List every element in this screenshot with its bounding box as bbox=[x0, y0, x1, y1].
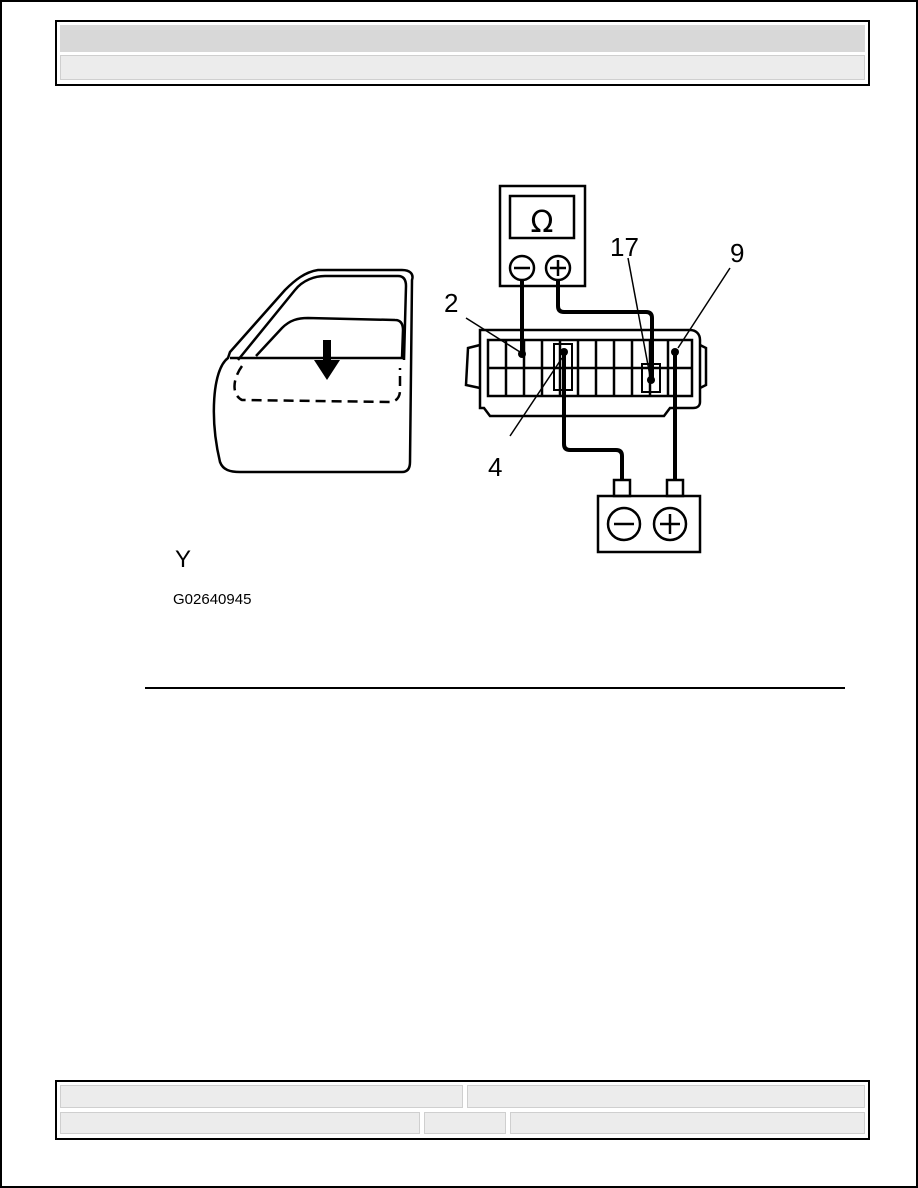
header-subtitle-row bbox=[60, 55, 865, 80]
wiring-figure: Ω bbox=[170, 180, 770, 620]
leader-lines bbox=[465, 257, 731, 437]
figure-code: G02640945 bbox=[173, 591, 252, 608]
callout-2: 2 bbox=[444, 288, 458, 318]
callout-4: 4 bbox=[488, 452, 502, 482]
horizontal-rule bbox=[145, 687, 845, 689]
footer-cell-left-top bbox=[60, 1085, 463, 1108]
down-arrow-icon bbox=[314, 340, 340, 380]
wires bbox=[520, 280, 677, 480]
header-title-row bbox=[60, 25, 865, 53]
footer-table bbox=[55, 1080, 870, 1140]
callout-9: 9 bbox=[730, 238, 744, 268]
diagram: Ω bbox=[212, 184, 744, 554]
car-door-icon bbox=[212, 268, 414, 474]
footer-cell-left-bottom bbox=[60, 1112, 420, 1134]
footer-cell-middle-bottom bbox=[424, 1112, 506, 1134]
header-table bbox=[55, 20, 870, 86]
connector-icon bbox=[464, 328, 708, 418]
footer-cell-right-bottom bbox=[510, 1112, 865, 1134]
battery-icon bbox=[596, 478, 702, 554]
footer-cell-right-top bbox=[467, 1085, 865, 1108]
ohm-symbol: Ω bbox=[531, 205, 554, 240]
figure-label: Y bbox=[175, 546, 192, 573]
callout-17: 17 bbox=[610, 232, 639, 262]
